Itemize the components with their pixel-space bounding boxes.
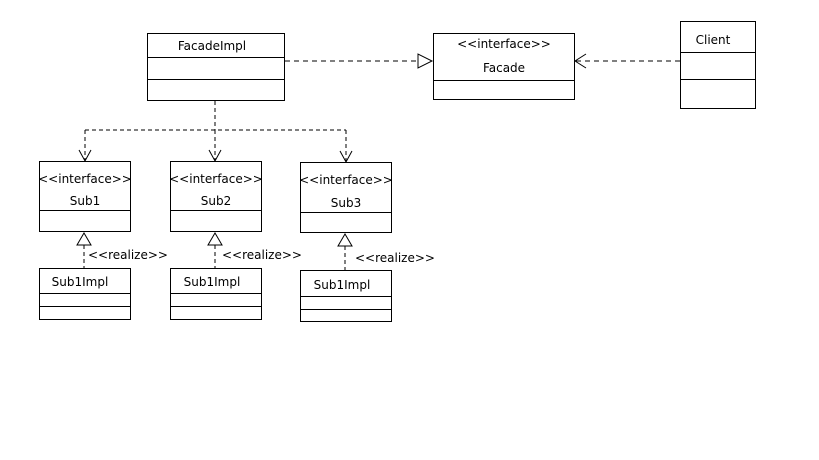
- facade-name: Facade: [483, 61, 525, 75]
- sub2-realization-edge: <<realize>>: [207, 232, 302, 268]
- facade-interface-class[interactable]: <<interface>> Facade: [433, 33, 575, 100]
- sub3-name: Sub3: [331, 196, 361, 210]
- facade-realization-edge: [285, 53, 434, 69]
- impl1-name: Sub1Impl: [52, 275, 109, 289]
- realize2-label: <<realize>>: [222, 248, 302, 262]
- sub1-interface-class[interactable]: <<interface>> Sub1: [38, 161, 132, 232]
- impl2-name: Sub1Impl: [184, 275, 241, 289]
- sub1-name: Sub1: [70, 194, 100, 208]
- client-name: Client: [696, 33, 731, 47]
- impl3-name: Sub1Impl: [314, 278, 371, 292]
- facade-impl-name: FacadeImpl: [178, 39, 246, 53]
- sub2-impl-class[interactable]: Sub1Impl: [170, 268, 262, 320]
- sub3-stereotype: <<interface>>: [299, 173, 393, 187]
- facade-impl-class[interactable]: FacadeImpl: [147, 33, 285, 101]
- sub2-stereotype: <<interface>>: [169, 172, 263, 186]
- realize1-label: <<realize>>: [88, 248, 168, 262]
- client-class[interactable]: Client: [680, 21, 756, 109]
- client-dependency-edge: [574, 53, 680, 69]
- sub1-impl-class[interactable]: Sub1Impl: [39, 268, 131, 320]
- subsystem-dependency-edges: [78, 101, 353, 164]
- sub1-realization-edge: <<realize>>: [76, 232, 168, 268]
- sub3-interface-class[interactable]: <<interface>> Sub3: [299, 162, 393, 233]
- facade-stereotype: <<interface>>: [457, 37, 551, 51]
- realize3-label: <<realize>>: [355, 251, 435, 265]
- sub3-realization-edge: <<realize>>: [337, 233, 435, 270]
- sub2-interface-class[interactable]: <<interface>> Sub2: [169, 161, 263, 232]
- sub3-impl-class[interactable]: Sub1Impl: [300, 270, 392, 322]
- sub1-stereotype: <<interface>>: [38, 172, 132, 186]
- sub2-name: Sub2: [201, 194, 231, 208]
